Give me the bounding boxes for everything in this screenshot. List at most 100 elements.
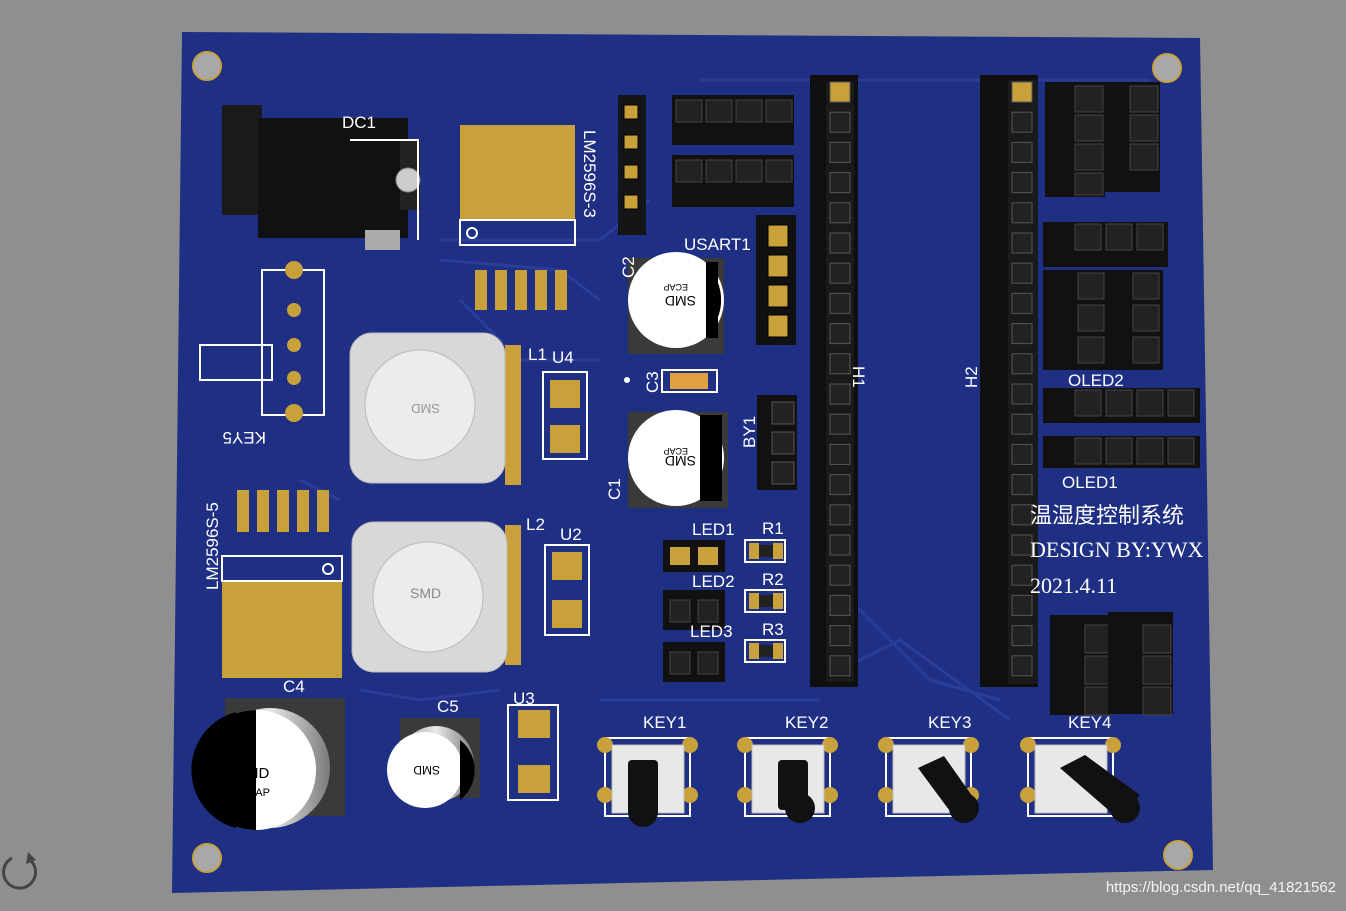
header-pin <box>829 111 851 133</box>
board-date-text: 2021.4.11 <box>1030 573 1117 598</box>
header-pin <box>1011 172 1033 194</box>
header-pin <box>829 655 851 677</box>
led3 <box>663 642 725 682</box>
header-pin <box>829 564 851 586</box>
label-h2: H2 <box>962 366 981 388</box>
label-h1: H1 <box>849 366 868 388</box>
header-pin <box>1011 232 1033 254</box>
key2-switch <box>737 737 838 823</box>
u3-diode <box>507 704 559 801</box>
dc1-jack <box>222 105 421 250</box>
header-jp-small <box>618 95 646 235</box>
mounting-hole <box>192 51 222 81</box>
label-l2: L2 <box>526 515 545 534</box>
header-pin <box>829 504 851 526</box>
header-pin <box>1011 141 1033 163</box>
label-c4: C4 <box>283 677 305 696</box>
label-u2: U2 <box>560 525 582 544</box>
header-bottom-right <box>1050 612 1173 716</box>
label-led1: LED1 <box>692 520 735 539</box>
header-pin <box>1011 323 1033 345</box>
label-u3: U3 <box>513 689 535 708</box>
rotate-view-icon[interactable] <box>0 850 40 900</box>
label-lm2596s-3: LM2596S-3 <box>580 130 599 218</box>
h2-pins <box>1011 81 1033 677</box>
header-pin <box>1011 474 1033 496</box>
header-pin <box>829 474 851 496</box>
key5-switch <box>199 261 325 422</box>
watermark-text: https://blog.csdn.net/qq_41821562 <box>1105 879 1336 896</box>
svg-text:SMD: SMD <box>411 401 440 416</box>
svg-text:SMD: SMD <box>410 585 441 601</box>
board-title-chinese: 温湿度控制系统 <box>1030 504 1184 529</box>
header-pin <box>829 534 851 556</box>
svg-text:SMD: SMD <box>665 293 696 309</box>
r1-resistor <box>744 539 786 563</box>
label-by1: BY1 <box>740 416 759 448</box>
header-pin <box>1011 534 1033 556</box>
c1-capacitor: SMD ECAP <box>628 410 728 508</box>
header-right-top <box>1045 82 1160 197</box>
r3-resistor <box>744 639 786 663</box>
header-right-3pin <box>1043 222 1168 267</box>
header-pin <box>1011 413 1033 435</box>
header-pin <box>829 353 851 375</box>
label-led2: LED2 <box>692 572 735 591</box>
label-u4: U4 <box>552 348 574 367</box>
header-pin <box>829 172 851 194</box>
header-right-mid <box>1043 270 1163 370</box>
header-pin <box>1011 594 1033 616</box>
header-pin <box>1011 564 1033 586</box>
header-pin <box>829 413 851 435</box>
design-by-text: DESIGN BY:YWX <box>1030 537 1203 562</box>
label-lm2596s-5: LM2596S-5 <box>203 502 222 590</box>
header-pin <box>829 262 851 284</box>
mounting-hole <box>1163 840 1193 870</box>
header-pin <box>1011 625 1033 647</box>
header-pin <box>829 594 851 616</box>
c4-capacitor: SMD ECAP <box>191 698 345 830</box>
header-pin <box>829 625 851 647</box>
label-key1: KEY1 <box>643 713 686 732</box>
header-pin <box>829 141 851 163</box>
header-pin <box>829 202 851 224</box>
led2 <box>663 590 725 630</box>
header-pin <box>1011 81 1033 103</box>
lm2596s-5-pad <box>221 490 343 678</box>
svg-text:ECAP: ECAP <box>240 787 270 799</box>
label-led3: LED3 <box>690 622 733 641</box>
c5-capacitor: SMD <box>387 718 480 808</box>
usart1-header <box>756 215 796 345</box>
label-oled1: OLED1 <box>1062 473 1118 492</box>
header-pin <box>1011 655 1033 677</box>
label-key2: KEY2 <box>785 713 828 732</box>
label-r3: R3 <box>762 620 784 639</box>
h1-pins <box>829 81 851 677</box>
svg-text:SMD: SMD <box>665 453 696 469</box>
lm2596s-3-pad <box>459 125 576 310</box>
header-pin <box>829 323 851 345</box>
label-c2: C2 <box>619 256 638 278</box>
header-pin <box>829 81 851 103</box>
mounting-holes <box>192 51 1193 873</box>
svg-text:SMD: SMD <box>413 763 440 777</box>
header-pin <box>1011 202 1033 224</box>
label-key5: KEY5 <box>223 428 266 447</box>
header-pin <box>1011 353 1033 375</box>
c2-capacitor: SMD ECAP <box>628 252 724 354</box>
led1 <box>663 540 725 572</box>
r2-resistor <box>744 589 786 613</box>
key4-switch <box>1020 737 1140 823</box>
l1-inductor: SMD <box>349 332 521 485</box>
copper-traces <box>299 78 1150 722</box>
label-key4: KEY4 <box>1068 713 1111 732</box>
label-c1: C1 <box>605 478 624 500</box>
c3-capacitor <box>624 369 718 393</box>
label-usart1: USART1 <box>684 235 751 254</box>
label-c5: C5 <box>437 697 459 716</box>
by1-header <box>757 395 797 490</box>
key1-switch <box>597 737 698 827</box>
header-pin <box>829 443 851 465</box>
mounting-hole <box>1152 53 1182 83</box>
